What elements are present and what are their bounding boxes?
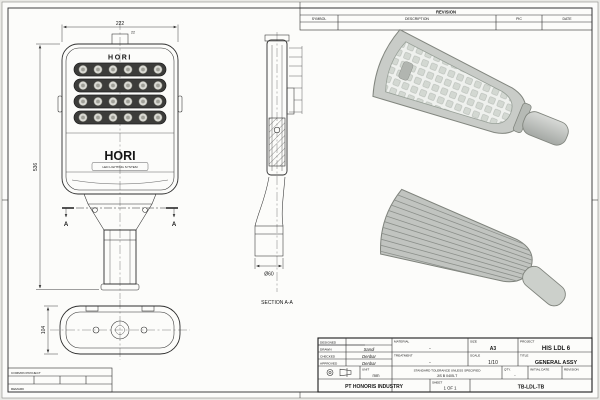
brand-tagline: LED LIGHTING SYSTEM: [102, 165, 137, 169]
title-label: TITLE: [520, 354, 528, 358]
dim-housing-width-value: 104: [41, 326, 47, 335]
drawn-value: Sandi: [364, 347, 376, 352]
title-value: GENERAL ASSY: [535, 360, 578, 366]
dim-head-width: 222: [61, 21, 179, 42]
approved-label: APPROVED: [320, 361, 338, 365]
third-angle-projection-icon: [326, 368, 352, 377]
section-hatch: [268, 117, 286, 167]
tagline-box: [91, 162, 149, 171]
corner-table: COMMON PROJECT REMARK: [7, 367, 113, 393]
tolerance-line1: STANDARD TOLERANCE UNLESS SPECIFIED: [414, 369, 482, 373]
material-label: MATERIAL: [394, 340, 410, 344]
qty-label: QTY.: [504, 368, 511, 372]
reflector-arc: [71, 179, 169, 185]
qty-value: -: [514, 373, 516, 378]
checked-label: CHECKED: [320, 354, 336, 358]
front-view: 222 22 HORI HORI LED LIGHTING SYSTEM: [33, 21, 183, 299]
dim-pole-diameter-value: Ø60: [264, 272, 274, 278]
pole: [100, 229, 140, 291]
logo-block: HORI LED LIGHTING SYSTEM: [91, 149, 149, 171]
drawing-number: TB-LDL-TB: [518, 385, 545, 391]
arm-tube: [254, 176, 286, 257]
side-latch-left: [57, 95, 63, 113]
heatsink-socket: [522, 265, 566, 307]
iso-view-led-face: [372, 29, 569, 146]
corner-table-header: COMMON PROJECT: [11, 371, 41, 375]
company-name: PT HONORIS INDUSTRY: [345, 384, 404, 390]
corner-table-footer: REMARK: [11, 387, 25, 391]
checked-value: Denbar: [362, 354, 376, 359]
project-label: PROJECT: [520, 340, 535, 344]
dim-overall-height-value: 536: [33, 163, 39, 172]
unit-value: mm: [373, 373, 380, 378]
dim-bracket-width-value: 22: [131, 31, 135, 35]
iso-led-panel: [385, 41, 513, 124]
lamp-head-inner: [65, 47, 175, 191]
revision-table: REVISION SYMBOL DESCRIPTION PIC DATE: [299, 7, 593, 31]
material-value: -: [429, 346, 431, 352]
brand-logo: HORI: [104, 149, 135, 163]
section-bolt: [273, 126, 281, 134]
revision-col-symbol: SYMBOL: [312, 17, 327, 21]
section-view: Ø60 SECTION A-A: [254, 32, 303, 306]
revision-col-description: DESCRIPTION: [405, 17, 429, 21]
dim-overall-height: 536: [33, 43, 99, 290]
housing-view: 104: [41, 300, 190, 360]
scale-value: 1/10: [488, 360, 498, 366]
iso-arm: [522, 111, 569, 146]
revision-col-pic: PIC: [516, 17, 522, 21]
side-leader-lines: [289, 46, 303, 114]
approved-value: Denbar: [362, 361, 376, 366]
treatment-value: -: [429, 360, 431, 366]
designed-label: DESIGNED: [320, 340, 337, 344]
sheet-label: SHEET: [432, 381, 442, 385]
dim-head-width-value: 222: [116, 21, 125, 27]
iso-logo-plate: [398, 61, 414, 81]
revision-label: REVISION: [564, 368, 579, 372]
section-marker-left: A: [64, 222, 69, 228]
revision-col-date: DATE: [562, 17, 572, 21]
project-value: HIS LDL 6: [542, 346, 571, 352]
revision-table-title: REVISION: [436, 9, 456, 14]
lamp-head-outline: [61, 43, 179, 195]
sheet-value: 1 OF 1: [444, 386, 457, 391]
initial-date-label: INITIAL DATE: [530, 368, 549, 372]
side-latch-right: [177, 95, 183, 113]
size-value: A3: [490, 346, 497, 352]
iso-view-heatsink: [374, 188, 566, 307]
brand-text-top: HORI: [108, 55, 132, 62]
drawn-label: DRAWN: [320, 347, 332, 351]
size-label: SIZE: [470, 340, 477, 344]
title-block: DESIGNED DRAWN CHECKED APPROVED Sandi De…: [317, 337, 593, 393]
tolerance-line2: JIS B 0405-T: [437, 374, 458, 378]
section-marker-right: A: [172, 222, 177, 228]
treatment-label: TREATMENT: [394, 354, 413, 358]
scale-label: SCALE: [470, 354, 480, 358]
dim-pole-diameter: Ø60: [254, 258, 284, 278]
section-line: A A: [62, 207, 178, 228]
dim-housing-width: 104: [41, 305, 58, 355]
unit-label: UNIT: [362, 368, 369, 372]
section-caption: SECTION A-A: [261, 300, 293, 306]
